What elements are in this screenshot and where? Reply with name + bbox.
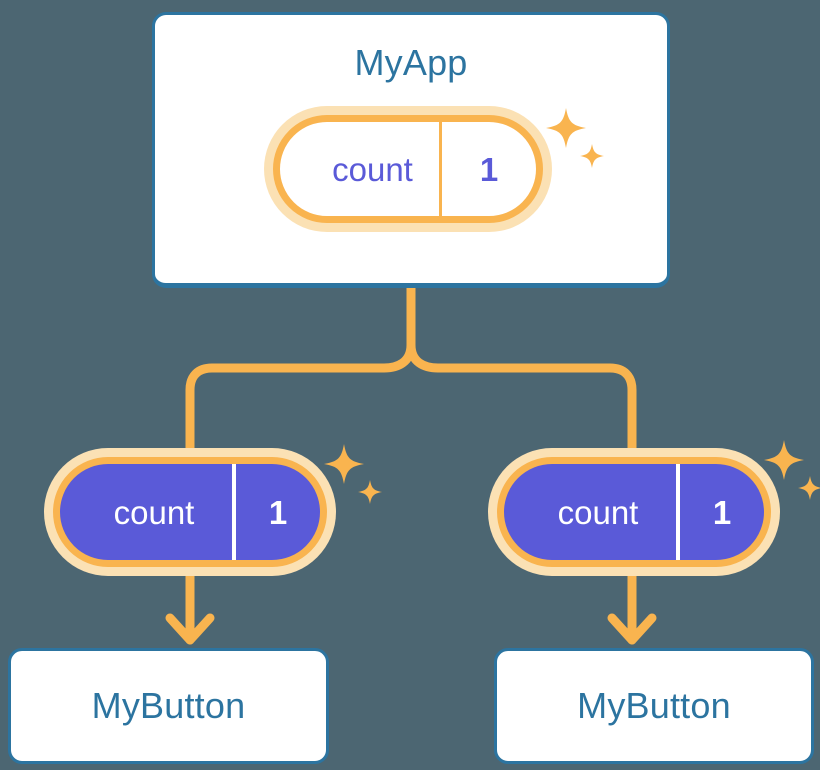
state-pill-body: count 1: [273, 115, 543, 223]
state-value-label: 1: [676, 464, 764, 560]
mybutton-card-title: MyButton: [91, 685, 246, 726]
state-pill-body: count 1: [497, 457, 771, 567]
state-value-label: 1: [439, 122, 536, 216]
state-key-label: count: [113, 493, 195, 531]
arrow-down-right-head: [607, 613, 657, 645]
mybutton-card-right[interactable]: MyButton: [494, 648, 814, 764]
mybutton-card-title: MyButton: [577, 685, 731, 726]
myapp-card-title: MyApp: [354, 42, 468, 83]
sparkle-four-point-small-icon: [358, 480, 382, 504]
state-pill-left[interactable]: count 1: [44, 448, 336, 576]
state-pill-right[interactable]: count 1: [488, 448, 780, 576]
sparkle-four-point-small-icon: [798, 476, 820, 500]
state-pill-body: count 1: [53, 457, 327, 567]
connector-trunk-split-right: [406, 340, 637, 457]
arrow-down-left-head: [165, 613, 215, 645]
state-value-label: 1: [232, 464, 320, 560]
state-pill-myapp[interactable]: count 1: [264, 106, 552, 232]
mybutton-card-left[interactable]: MyButton: [8, 648, 329, 764]
connector-trunk-split: [185, 281, 416, 457]
state-key-label: count: [332, 150, 413, 188]
state-key-label: count: [557, 493, 639, 531]
